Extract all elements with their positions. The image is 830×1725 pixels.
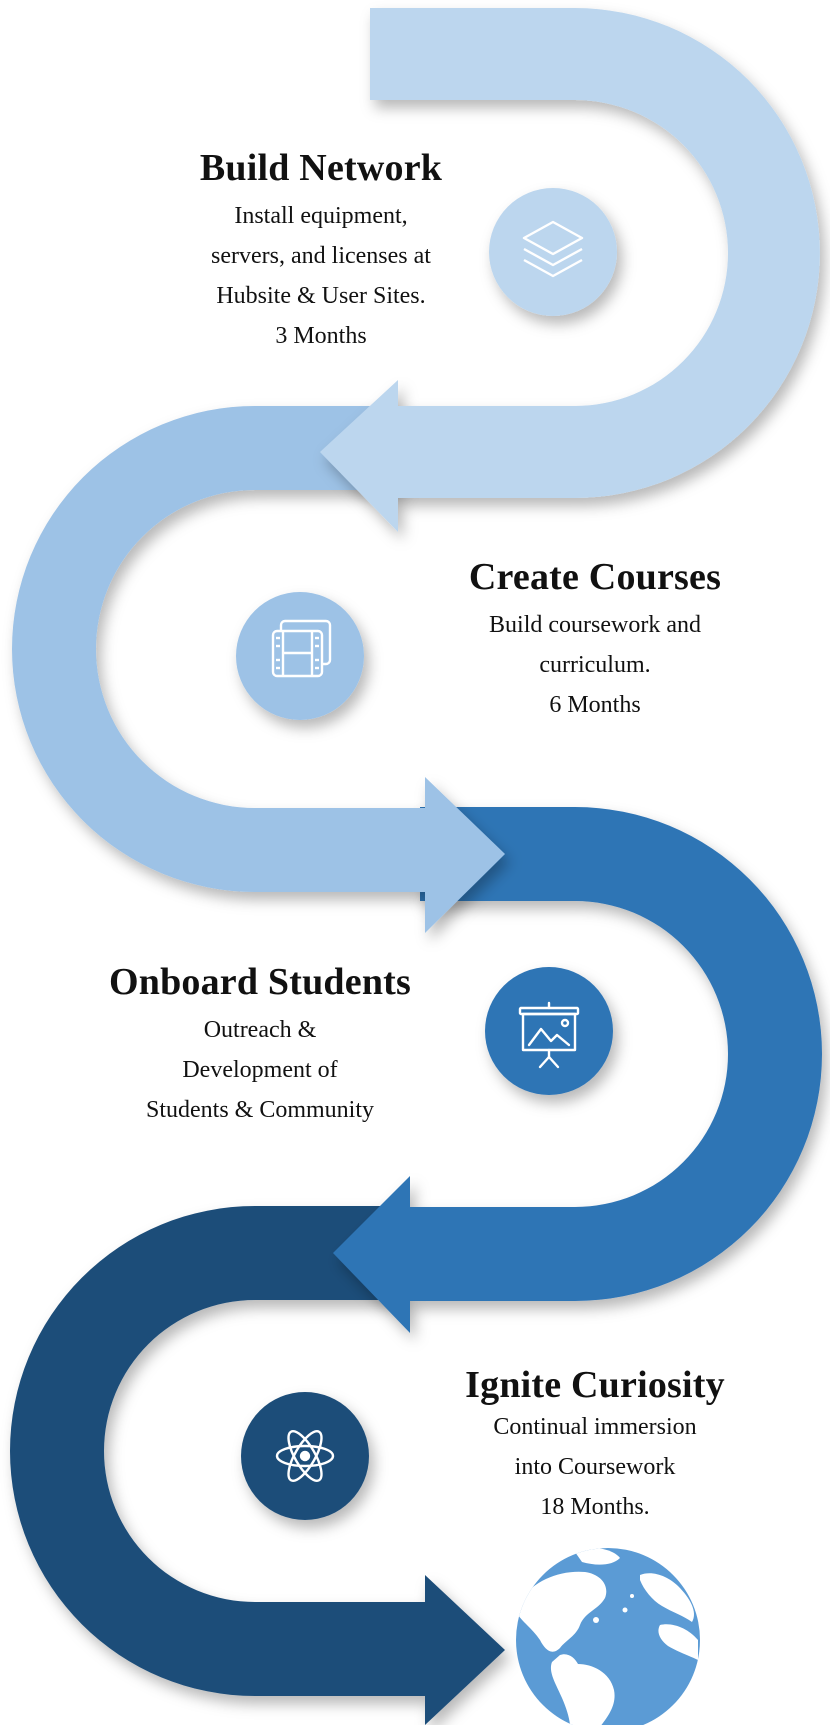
- step-4-icon-badge: [241, 1392, 369, 1520]
- band-step-3: [333, 807, 822, 1333]
- presentation-icon: [518, 1001, 580, 1069]
- step-3-text: Onboard Students Outreach & Development …: [100, 960, 420, 1158]
- step-2-icon-badge: [236, 592, 364, 720]
- step-1-title: Build Network: [199, 147, 443, 189]
- step-2-title: Create Courses: [468, 556, 722, 598]
- step-2-desc-line-2: curriculum.: [539, 652, 651, 678]
- film-icon: [271, 619, 332, 678]
- step-3-desc-line-1: Outreach &: [203, 1017, 317, 1043]
- step-4-desc-line-1: Continual immersion: [493, 1414, 697, 1440]
- step-1-duration: 3 Months: [275, 323, 367, 349]
- atom-icon: [275, 1430, 335, 1482]
- step-3-desc-line-2: Development of: [182, 1057, 338, 1083]
- step-3-desc-line-3: Students & Community: [145, 1097, 375, 1123]
- step-1-desc-line-2: servers, and licenses at: [211, 243, 431, 269]
- step-1-desc-line-1: Install equipment,: [234, 203, 408, 229]
- step-3-title: Onboard Students: [108, 961, 412, 1003]
- step-4-text: Ignite Curiosity Continual immersion int…: [440, 1363, 750, 1527]
- globe-icon: [516, 1548, 700, 1725]
- step-1-icon-badge: [489, 188, 617, 316]
- band-step-1: [320, 8, 820, 532]
- step-2-desc-line-1: Build coursework and: [489, 612, 701, 638]
- band-step-2: [12, 406, 505, 933]
- step-4-title: Ignite Curiosity: [465, 1364, 725, 1406]
- step-2-text: Create Courses Build coursework and curr…: [440, 555, 750, 725]
- step-1-desc-line-3: Hubsite & User Sites.: [216, 283, 426, 309]
- step-1-text: Build Network Install equipment, servers…: [176, 146, 466, 356]
- step-3-icon-badge: [485, 967, 613, 1095]
- band-step-4: [10, 1206, 505, 1725]
- step-4-desc-line-2: into Coursework: [514, 1454, 676, 1480]
- layers-icon: [522, 220, 584, 278]
- step-2-duration: 6 Months: [549, 692, 641, 718]
- step-4-duration: 18 Months.: [540, 1494, 650, 1520]
